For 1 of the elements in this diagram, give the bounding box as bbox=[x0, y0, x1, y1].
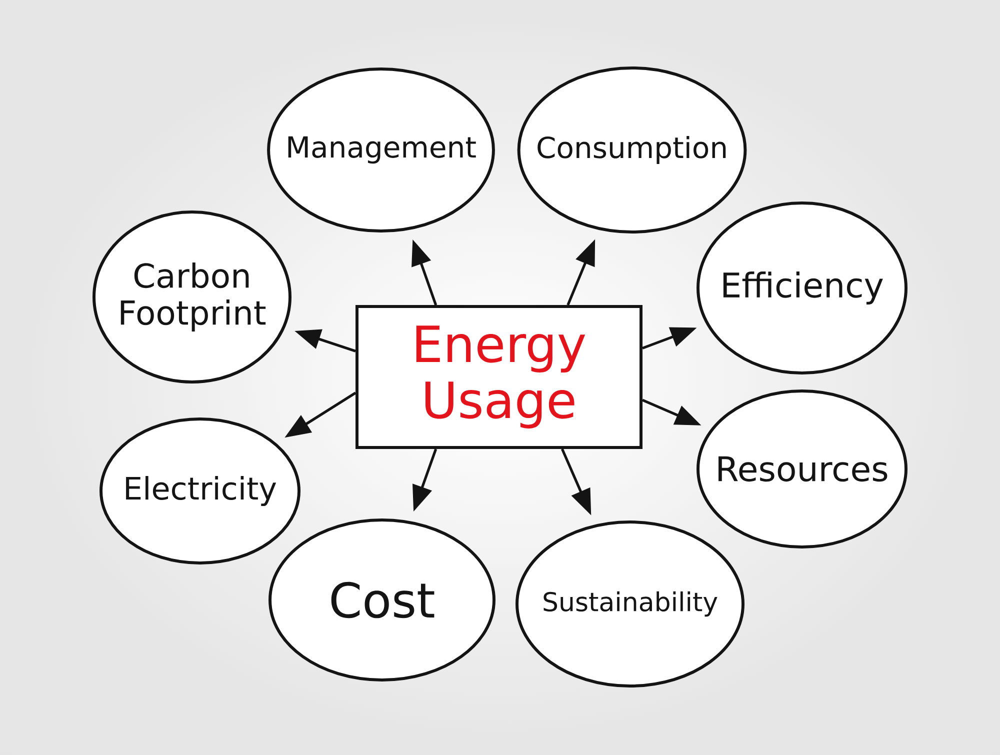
central-box: Energy Usage bbox=[356, 305, 643, 449]
